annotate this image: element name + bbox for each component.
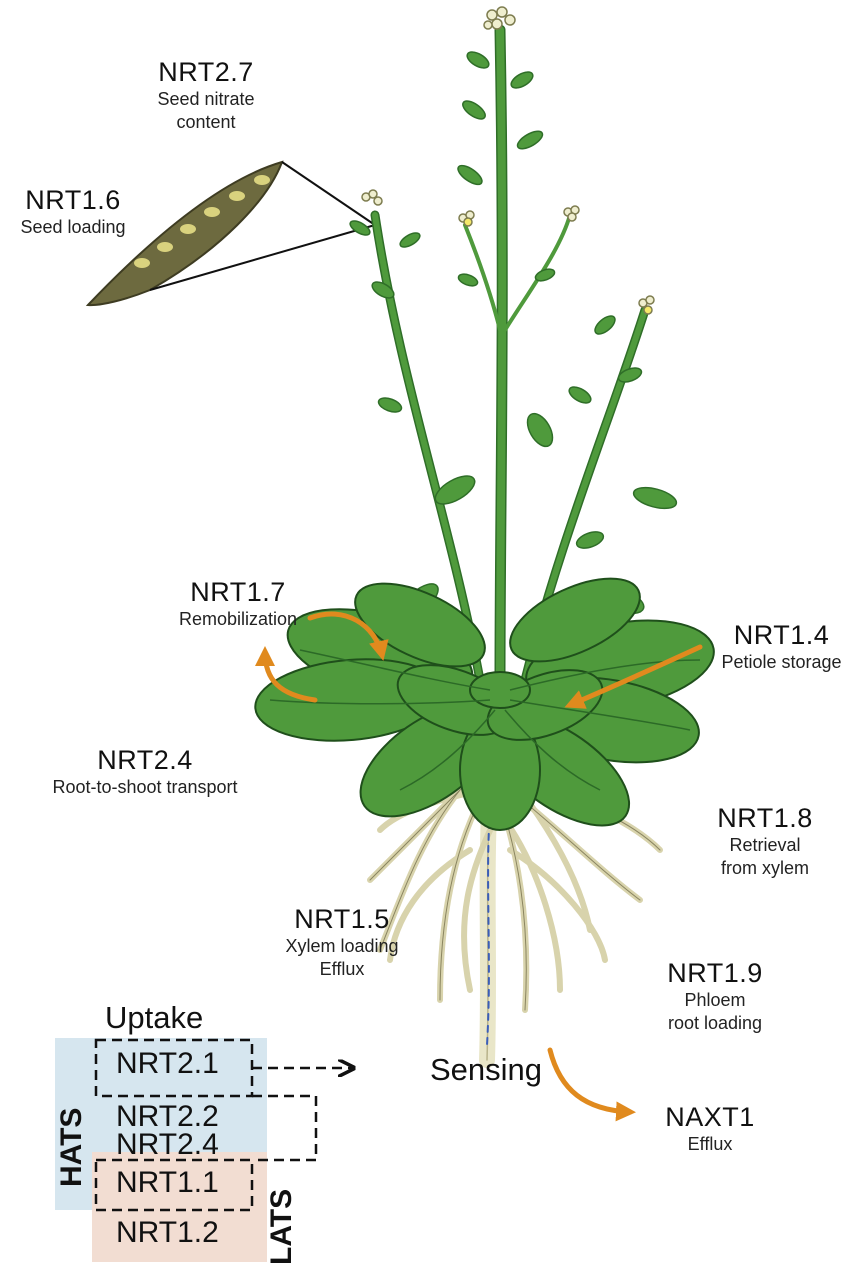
uptake-title: Uptake xyxy=(105,1000,203,1036)
gene-name: NRT1.5 xyxy=(262,904,422,935)
gene-function: Petiole storage xyxy=(700,651,863,674)
gene-function: Seed nitrate xyxy=(118,88,294,111)
gene-name: NRT2.4 xyxy=(12,745,278,776)
label-nrt24: NRT2.4 Root-to-shoot transport xyxy=(12,745,278,799)
gene-function: Retrieval xyxy=(682,834,848,857)
label-nrt18: NRT1.8 Retrieval from xylem xyxy=(682,803,848,880)
gene-name: NRT1.8 xyxy=(682,803,848,834)
label-nrt16: NRT1.6 Seed loading xyxy=(0,185,146,239)
label-nrt15: NRT1.5 Xylem loading Efflux xyxy=(262,904,422,981)
gene-name: NRT1.7 xyxy=(150,577,326,608)
sensing-label: Sensing xyxy=(430,1052,542,1088)
gene-name: NRT1.4 xyxy=(700,620,863,651)
lats-label: LATS xyxy=(265,1165,299,1265)
gene-function: Efflux xyxy=(640,1133,780,1156)
gene-function: from xylem xyxy=(682,857,848,880)
gene-name: NAXT1 xyxy=(640,1102,780,1133)
gene-function: Xylem loading xyxy=(262,935,422,958)
label-nrt17: NRT1.7 Remobilization xyxy=(150,577,326,631)
uptake-gene-nrt12: NRT1.2 xyxy=(116,1216,219,1250)
gene-function: Phloem xyxy=(635,989,795,1012)
gene-name: NRT2.7 xyxy=(118,57,294,88)
gene-function: Remobilization xyxy=(150,608,326,631)
uptake-gene-nrt11: NRT1.1 xyxy=(116,1166,219,1200)
label-nrt14: NRT1.4 Petiole storage xyxy=(700,620,863,674)
flower-clusters xyxy=(362,7,654,314)
label-naxt1: NAXT1 Efflux xyxy=(640,1102,780,1156)
hats-label: HATS xyxy=(55,1087,89,1187)
gene-function: Efflux xyxy=(262,958,422,981)
label-nrt27: NRT2.7 Seed nitrate content xyxy=(118,57,294,134)
gene-name: NRT1.9 xyxy=(635,958,795,989)
gene-name: NRT1.6 xyxy=(0,185,146,216)
uptake-gene-nrt24: NRT2.4 xyxy=(116,1128,219,1162)
label-nrt19: NRT1.9 Phloem root loading xyxy=(635,958,795,1035)
gene-function: root loading xyxy=(635,1012,795,1035)
uptake-gene-nrt21: NRT2.1 xyxy=(116,1047,219,1081)
gene-function: content xyxy=(118,111,294,134)
gene-function: Root-to-shoot transport xyxy=(12,776,278,799)
gene-function: Seed loading xyxy=(0,216,146,239)
